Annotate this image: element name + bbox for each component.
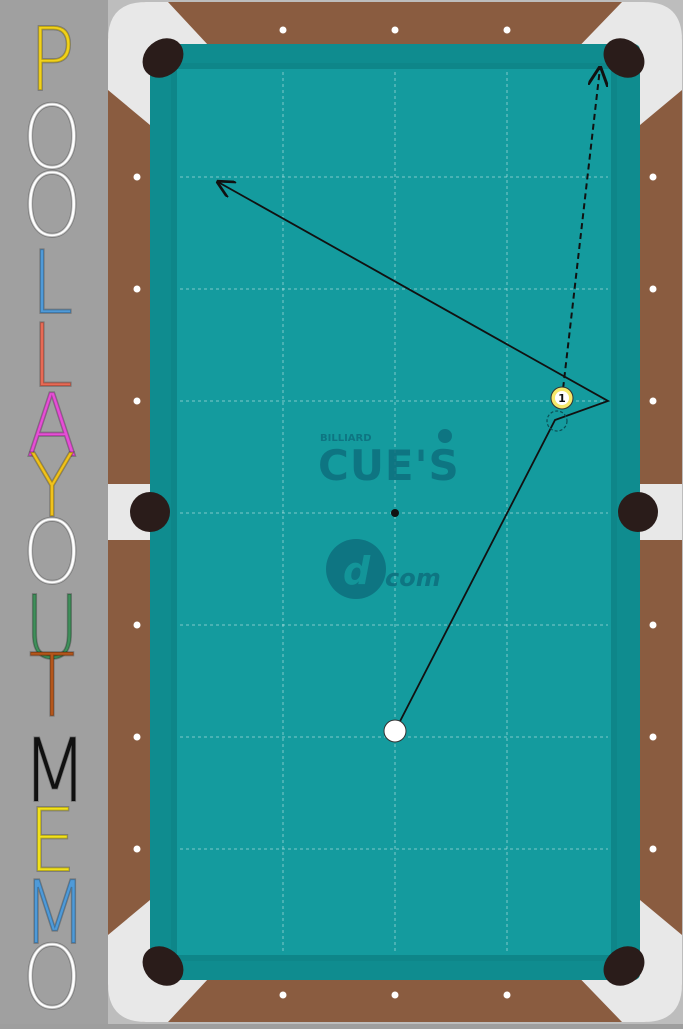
title-letter: E	[27, 789, 77, 892]
cloth-inner-shade	[171, 63, 617, 961]
object-ball-1[interactable]: 1	[550, 386, 574, 410]
title-letter: M	[21, 719, 88, 822]
pocket-top-right	[603, 38, 645, 78]
logo-d-glyph: d	[343, 549, 371, 593]
title-letter: L	[30, 231, 74, 334]
title-letter: U	[23, 576, 80, 679]
title-letter: L	[30, 304, 74, 407]
pocket-middle-left	[130, 492, 170, 532]
logo-ball-icon	[438, 429, 452, 443]
logo-cues-text: CUE'S	[318, 441, 460, 490]
ghost-ball[interactable]	[546, 410, 568, 432]
pocket-bottom-left	[142, 946, 184, 986]
title-letter: M	[21, 861, 88, 964]
memo-sidebar	[0, 0, 108, 1024]
object-ball-number: 1	[558, 392, 566, 405]
title-letter: O	[21, 926, 82, 1029]
pocket-bottom-right	[603, 946, 645, 986]
pockets	[130, 38, 658, 986]
pocket-middle-right	[618, 492, 658, 532]
watermark-logo: BILLIARD CUE'S d com	[318, 429, 460, 599]
logo-com-text: com	[385, 564, 441, 592]
title-letter: O	[21, 154, 82, 257]
cue-ball[interactable]	[383, 719, 407, 743]
title-letter: O	[21, 86, 82, 189]
logo-d-circle	[326, 539, 386, 599]
rail-diamonds	[133, 26, 657, 999]
title-letter: O	[21, 501, 82, 604]
logo-billiard-text: BILLIARD	[320, 433, 372, 444]
title-letter: Y	[28, 434, 76, 537]
title-letter: T	[28, 634, 76, 737]
object-ball-path	[561, 68, 600, 399]
center-spot	[391, 509, 399, 517]
title-letter: P	[28, 8, 75, 111]
cue-ball-path	[218, 182, 611, 732]
title-letter: A	[25, 374, 79, 477]
pocket-top-left	[142, 38, 184, 78]
